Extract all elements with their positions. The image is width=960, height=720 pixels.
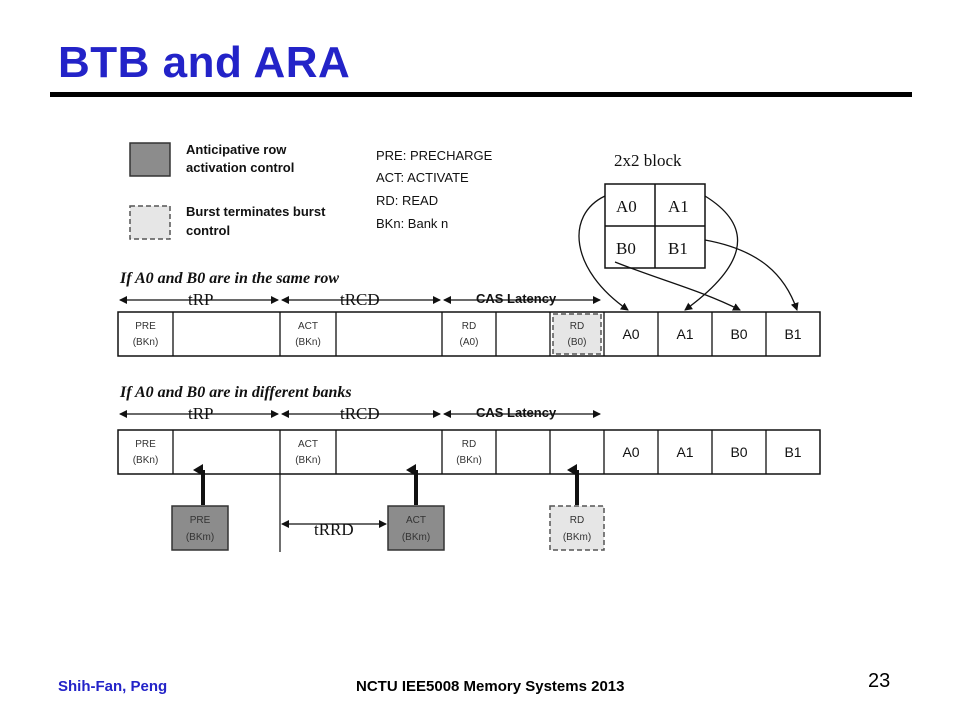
row2-sub-act xyxy=(387,505,445,551)
row1-heading: If A0 and B0 are in the same row xyxy=(119,270,339,287)
row2-sub-act-top: ACT xyxy=(406,515,426,526)
row1-cell-10: B1 xyxy=(784,326,801,342)
row2-cell-7: A0 xyxy=(622,444,639,460)
block-cell-a1: A1 xyxy=(668,197,689,216)
row2-cas: CAS Latency xyxy=(476,405,557,420)
row1-cell-8: A1 xyxy=(676,326,693,342)
legend-burst-line2: control xyxy=(186,223,230,238)
row2-cell-4-bot: (BKn) xyxy=(456,455,482,466)
row2-heading: If A0 and B0 are in different banks xyxy=(119,384,352,401)
block-title: 2x2 block xyxy=(614,151,682,170)
slide-title: BTB and ARA xyxy=(58,38,351,87)
row1-cell-4-bot: (A0) xyxy=(460,337,479,348)
footer-course: NCTU IEE5008 Memory Systems 2013 xyxy=(356,678,625,695)
row2-cell-10: B1 xyxy=(784,444,801,460)
arrow-a1 xyxy=(684,195,739,311)
legend-burst-swatch xyxy=(129,205,171,240)
legend: Anticipative row activation control Burs… xyxy=(129,142,493,240)
row2-sub-rd-bot: (BKm) xyxy=(563,532,591,543)
row2-cell-2-top: ACT xyxy=(298,439,318,450)
row2-sub-pre-bot: (BKm) xyxy=(186,532,214,543)
title-divider xyxy=(50,92,912,97)
abbr-act: ACT: ACTIVATE xyxy=(376,170,469,185)
row1-cell-2-bot: (BKn) xyxy=(295,337,321,348)
row2-cell-8: A1 xyxy=(676,444,693,460)
arrow-b1 xyxy=(704,239,799,311)
row1-cell-4-top: RD xyxy=(462,321,476,332)
row2-cell-0-top: PRE xyxy=(135,439,156,450)
page-number: 23 xyxy=(868,670,891,692)
row1-cell-0-top: PRE xyxy=(135,321,156,332)
row1-cell-9: B0 xyxy=(730,326,747,342)
row1-cell-0-bot: (BKn) xyxy=(133,337,159,348)
row2-trp: tRP xyxy=(188,404,214,423)
row2-sub-act-bot: (BKm) xyxy=(402,532,430,543)
block-cell-b1: B1 xyxy=(668,239,688,258)
row2-sub-pre-top: PRE xyxy=(190,515,211,526)
row1-cell-6-top: RD xyxy=(570,321,584,332)
block-cell-b0: B0 xyxy=(616,239,636,258)
scenario-different-banks: If A0 and B0 are in different banks tRP … xyxy=(117,384,821,552)
legend-anticipative-line1: Anticipative row xyxy=(186,142,287,157)
row2-cell-2-bot: (BKn) xyxy=(295,455,321,466)
row1-cell-6-bot: (B0) xyxy=(568,337,587,348)
row1-cell-2-top: ACT xyxy=(298,321,318,332)
arrow-b0 xyxy=(614,261,741,311)
row2-timeline xyxy=(117,429,821,475)
row1-cell-highlight xyxy=(552,313,602,355)
row2-trcd: tRCD xyxy=(340,404,380,423)
row2-sub-pre xyxy=(171,505,229,551)
abbr-rd: RD: READ xyxy=(376,193,438,208)
scenario-same-row: If A0 and B0 are in the same row tRP tRC… xyxy=(117,270,821,357)
row2-cell-9: B0 xyxy=(730,444,747,460)
legend-anticipative-swatch xyxy=(129,142,171,177)
abbr-pre: PRE: PRECHARGE xyxy=(376,148,493,163)
block-2x2: 2x2 block A0 A1 B0 B1 xyxy=(578,151,799,311)
row1-trp: tRP xyxy=(188,290,214,309)
arrow-a0 xyxy=(578,195,629,311)
row2-trrd: tRRD xyxy=(314,520,354,539)
row2-cell-4-top: RD xyxy=(462,439,476,450)
row2-sub-rd xyxy=(549,505,605,551)
legend-burst-line1: Burst terminates burst xyxy=(186,204,326,219)
row2-sub-rd-top: RD xyxy=(570,515,584,526)
block-cell-a0: A0 xyxy=(616,197,637,216)
row2-cell-0-bot: (BKn) xyxy=(133,455,159,466)
abbr-bkn: BKn: Bank n xyxy=(376,216,448,231)
legend-anticipative-line2: activation control xyxy=(186,160,294,175)
row1-timeline xyxy=(117,311,821,357)
row1-trcd: tRCD xyxy=(340,290,380,309)
footer-author: Shih-Fan, Peng xyxy=(58,678,168,695)
row1-cas: CAS Latency xyxy=(476,291,557,306)
row1-cell-7: A0 xyxy=(622,326,639,342)
